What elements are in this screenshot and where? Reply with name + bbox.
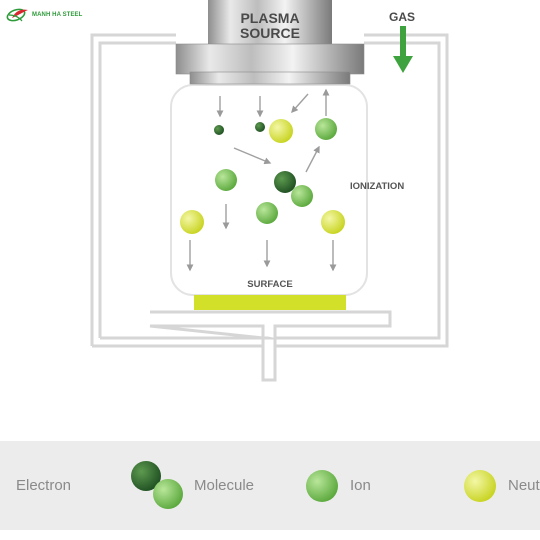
neutral-particle bbox=[269, 119, 293, 143]
legend-label-neutral: Neut bbox=[508, 477, 540, 494]
legend-item-ion: Ion bbox=[304, 441, 371, 530]
neutral-icon bbox=[464, 469, 496, 502]
molecule-particle-dark bbox=[274, 171, 296, 193]
ionization-label: IONIZATION bbox=[350, 181, 404, 192]
leaf-logo-icon bbox=[6, 8, 28, 22]
source-label-line1: PLASMA bbox=[240, 10, 299, 26]
legend-label-ion: Ion bbox=[350, 477, 371, 494]
ion-particle bbox=[215, 169, 237, 191]
flow-arrows bbox=[186, 88, 337, 272]
molecule-particle-light bbox=[291, 185, 313, 207]
gas-inlet: GAS bbox=[389, 10, 415, 73]
legend: Electron Molecule Ion bbox=[0, 441, 540, 530]
neutral-particle bbox=[321, 210, 345, 234]
ion-particle bbox=[315, 118, 337, 140]
legend-item-neutral: Neut bbox=[462, 441, 540, 530]
stage-platform bbox=[149, 310, 392, 340]
electron-particle bbox=[214, 125, 224, 135]
particles bbox=[180, 118, 345, 234]
brand-name: MANH HA STEEL bbox=[32, 12, 83, 18]
molecule-icon bbox=[131, 460, 183, 509]
ion-icon bbox=[306, 469, 338, 502]
electron-particle bbox=[255, 122, 265, 132]
legend-label-electron: Electron bbox=[16, 477, 72, 494]
gas-label: GAS bbox=[389, 10, 415, 24]
exhaust-pipe bbox=[261, 336, 277, 382]
plasma-source: PLASMA SOURCE bbox=[175, 0, 365, 85]
legend-label-molecule: Molecule bbox=[194, 477, 255, 494]
neutral-particle bbox=[180, 210, 204, 234]
gas-arrow-shaft bbox=[400, 26, 406, 60]
plasma-chamber-diagram: PLASMA SOURCE GAS IONIZATION SURFACE bbox=[90, 0, 449, 382]
source-label-line2: SOURCE bbox=[240, 25, 300, 41]
surface-substrate bbox=[194, 295, 346, 310]
legend-item-molecule: Molecule bbox=[126, 441, 254, 530]
ion-particle bbox=[256, 202, 278, 224]
legend-item-electron: Electron bbox=[16, 441, 71, 530]
plasma-region bbox=[170, 84, 368, 296]
gas-arrow-icon bbox=[393, 56, 413, 73]
surface-label: SURFACE bbox=[247, 279, 292, 290]
brand-logo: MANH HA STEEL bbox=[6, 6, 82, 24]
